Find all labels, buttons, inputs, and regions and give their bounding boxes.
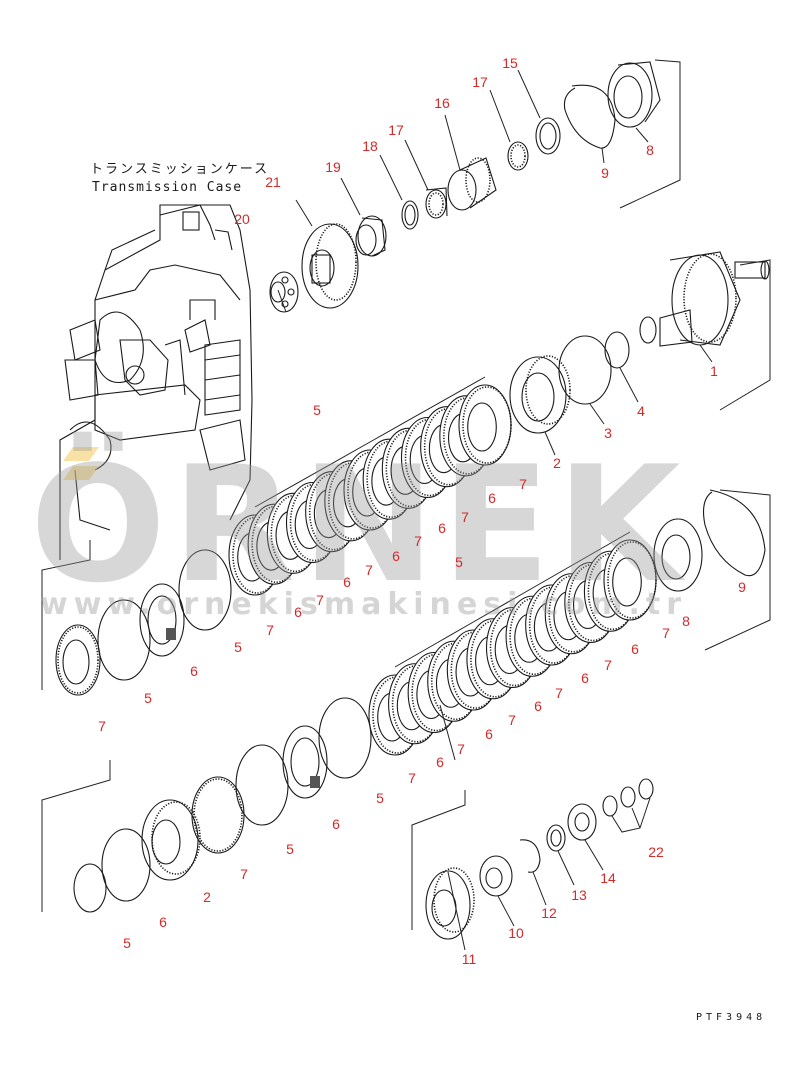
callout-9-top: 9 <box>601 165 609 181</box>
callout-14: 14 <box>600 870 616 886</box>
lower-clutch-pack <box>368 531 657 756</box>
callout-7-u2: 7 <box>461 509 469 525</box>
callout-9-right: 9 <box>738 579 746 595</box>
callout-3: 3 <box>604 425 612 441</box>
case-label-jp: トランスミッションケース <box>90 162 270 177</box>
callout-6-low: 6 <box>332 816 340 832</box>
clutch-plate-teeth <box>462 386 512 464</box>
callout-17-top: 17 <box>472 74 488 90</box>
callout-7-l4: 7 <box>508 712 516 728</box>
callout-7-l3: 7 <box>555 685 563 701</box>
callout-7-l6: 7 <box>408 770 416 786</box>
callout-5-low-b: 5 <box>286 841 294 857</box>
clutch-plate-bore <box>612 557 642 607</box>
callout-5-upper-group: 5 <box>313 402 321 418</box>
reference-code: PTF3948 <box>696 1012 767 1023</box>
callout-5-bottom: 5 <box>123 935 131 951</box>
callout-17: 17 <box>388 122 404 138</box>
callout-7-l2: 7 <box>604 657 612 673</box>
clutch-plate-teeth <box>607 541 657 619</box>
callout-6-left: 6 <box>190 663 198 679</box>
callout-6-l3: 6 <box>534 698 542 714</box>
callout-12: 12 <box>541 905 557 921</box>
callout-8-top: 8 <box>646 142 654 158</box>
callout-7-l1: 7 <box>662 625 670 641</box>
callout-13: 13 <box>571 887 587 903</box>
callout-5-left-a: 5 <box>234 639 242 655</box>
callout-6-u5: 6 <box>294 604 302 620</box>
callout-7-u1: 7 <box>519 476 527 492</box>
callout-5-left-b: 5 <box>144 690 152 706</box>
group-leader-line <box>254 376 486 508</box>
callout-20: 20 <box>234 211 250 227</box>
callout-1: 1 <box>710 363 718 379</box>
callout-7-low: 7 <box>240 866 248 882</box>
shaft-assembly <box>509 251 771 434</box>
callout-22: 22 <box>648 844 664 860</box>
callout-7-u3: 7 <box>414 533 422 549</box>
callout-5-low-a: 5 <box>376 790 384 806</box>
callout-15: 15 <box>502 55 518 71</box>
callout-11: 11 <box>461 951 477 967</box>
clutch-plate-bore <box>467 402 497 452</box>
callout-6-l4: 6 <box>485 726 493 742</box>
callout-7-left: 7 <box>98 718 106 734</box>
leader-lines <box>277 69 713 951</box>
callout-7-u5: 7 <box>316 592 324 608</box>
case-label-en: Transmission Case <box>92 180 243 195</box>
callout-6-l2: 6 <box>581 670 589 686</box>
callout-19: 19 <box>325 159 341 175</box>
callout-6-l1: 6 <box>631 641 639 657</box>
callout-6-bottom: 6 <box>159 914 167 930</box>
upper-clutch-pack <box>228 376 512 596</box>
watermark-url: www.ornekismakinesi.com.tr <box>40 587 687 622</box>
group-leader-line <box>394 531 631 668</box>
callout-7-u6: 7 <box>266 622 274 638</box>
callout-6-u3: 6 <box>392 548 400 564</box>
callout-2-upper: 2 <box>553 455 561 471</box>
callout-8-right: 8 <box>682 613 690 629</box>
callout-7-u4: 7 <box>365 562 373 578</box>
top-row-parts <box>269 59 681 313</box>
watermark-logo: ÖRNEK <box>30 431 687 618</box>
callout-2-lower: 2 <box>203 889 211 905</box>
callout-10: 10 <box>508 925 524 941</box>
callout-6-u4: 6 <box>343 574 351 590</box>
callout-18: 18 <box>362 138 378 154</box>
transmission-case-drawing <box>59 204 253 560</box>
callout-5-mid: 5 <box>455 554 463 570</box>
callout-7-l5: 7 <box>457 741 465 757</box>
lower-parts <box>41 489 771 940</box>
callout-4: 4 <box>637 403 645 419</box>
callout-16: 16 <box>434 95 450 111</box>
callout-6-u1: 6 <box>488 490 496 506</box>
callout-21: 21 <box>265 174 281 190</box>
callout-6-l5: 6 <box>436 754 444 770</box>
callout-6-u2: 6 <box>438 520 446 536</box>
